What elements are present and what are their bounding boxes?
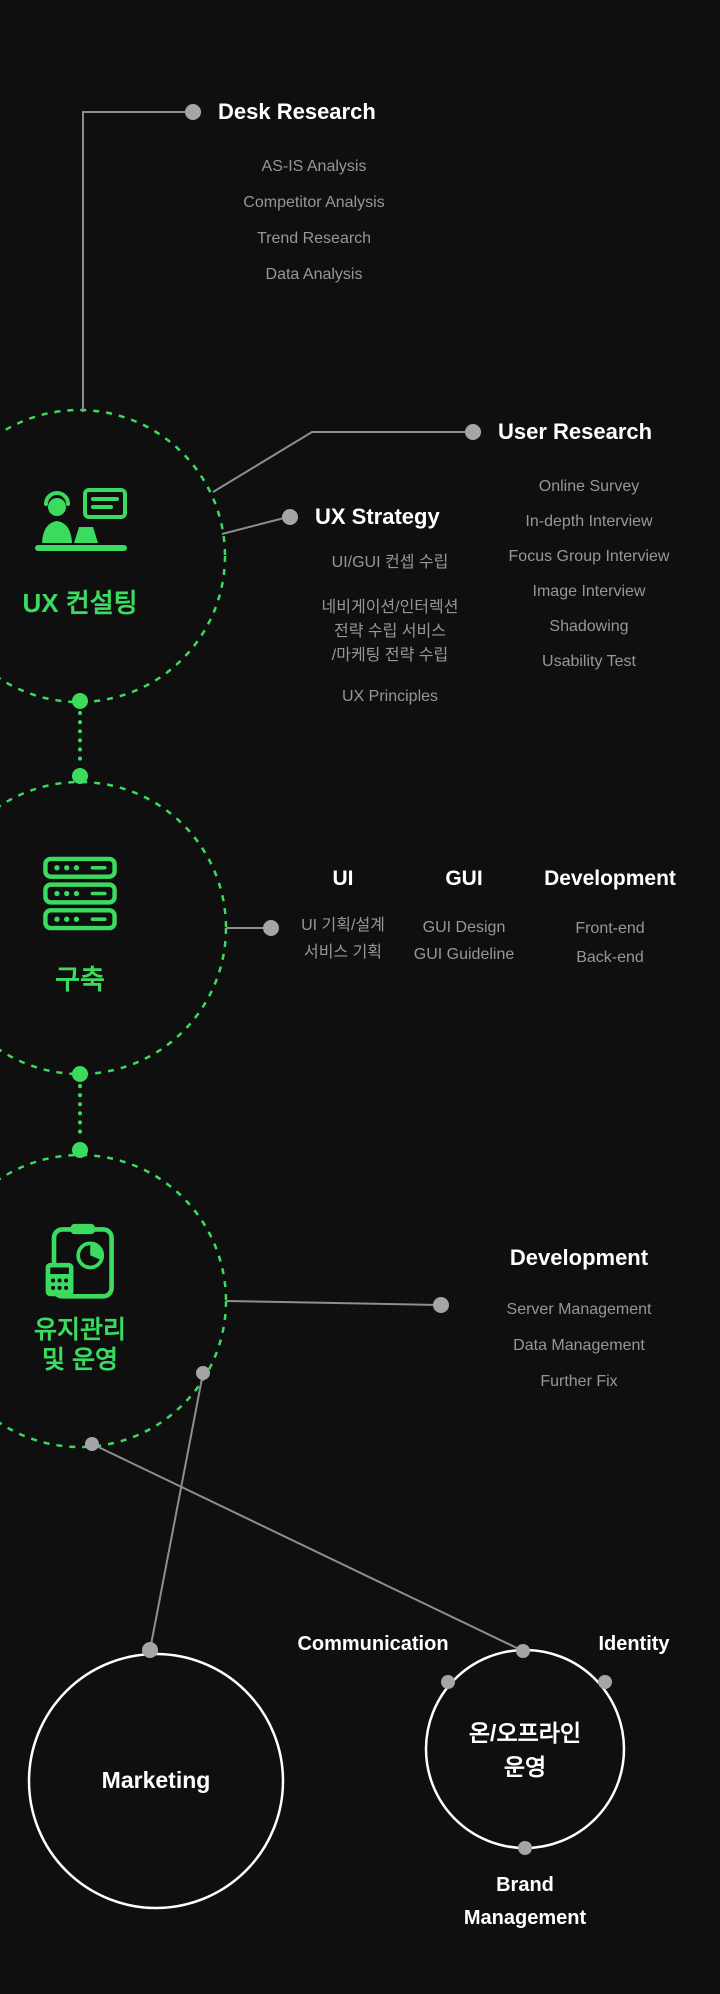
- build-column-item: GUI Design: [422, 919, 506, 936]
- user-research-item: Image Interview: [532, 583, 646, 600]
- ux-consultant-icon: [35, 488, 127, 551]
- user-research-connector: [212, 431, 470, 493]
- build-column-ui-list: UI 기획/설계 서비스 기획: [263, 912, 423, 966]
- green-link-dot: [72, 768, 88, 784]
- communication-dot: [441, 1675, 455, 1689]
- green-link-dot: [72, 1142, 88, 1158]
- identity-label: Identity: [598, 1633, 670, 1655]
- maintenance-onoffline-dot: [85, 1437, 99, 1451]
- development-connector: [225, 1300, 440, 1306]
- desk-research-dot: [185, 104, 201, 120]
- build-column-item: Front-end: [575, 920, 645, 937]
- desk-research-item: Data Analysis: [265, 266, 363, 283]
- user-research-dot: [465, 424, 481, 440]
- clipboard-chart-calculator-icon: [45, 1223, 114, 1299]
- desk-research-connector: [82, 111, 193, 412]
- ux-strategy-connector: [221, 516, 289, 535]
- marketing-label: Marketing: [101, 1767, 211, 1793]
- desk-research-list: AS-IS Analysis Competitor Analysis Trend…: [194, 149, 434, 293]
- green-link-dot: [72, 693, 88, 709]
- user-research-item: Online Survey: [538, 478, 640, 495]
- desk-research-item: AS-IS Analysis: [261, 158, 367, 175]
- identity-dot: [598, 1675, 612, 1689]
- build-detail-dot: [263, 920, 279, 936]
- brand-management-label: Brand Management: [463, 1874, 587, 1929]
- maintenance-label: 유지관리 및 운영: [0, 1315, 200, 1375]
- communication-label: Communication: [297, 1633, 449, 1655]
- build-column-gui-header: GUI: [445, 867, 483, 890]
- maintenance-label-line: 및 운영: [42, 1346, 118, 1374]
- server-stack-icon: [43, 856, 117, 931]
- build-column-item: GUI Guideline: [413, 946, 515, 963]
- desk-research-title: Desk Research: [218, 99, 376, 124]
- build-column-gui-list: GUI Design GUI Guideline: [384, 914, 544, 968]
- build-column-item: UI 기획/설계: [301, 917, 385, 934]
- ux-strategy-title: UX Strategy: [315, 504, 440, 529]
- user-research-item: Shadowing: [549, 618, 629, 635]
- onoffline-label: 온/오프라인 운영: [405, 1716, 645, 1784]
- green-link-dot: [72, 1066, 88, 1082]
- development-title: Development: [509, 1245, 649, 1270]
- ux-strategy-item: /마케팅 전략 수립: [331, 647, 449, 664]
- ux-strategy-item: UI/GUI 컨셉 수립: [331, 554, 449, 571]
- ux-consulting-label: UX 컨설팅: [22, 588, 138, 618]
- development-item: Further Fix: [540, 1373, 618, 1390]
- marketing-top-dot: [142, 1642, 158, 1658]
- development-list: Server Management Data Management Furthe…: [459, 1292, 699, 1400]
- user-research-title: User Research: [498, 419, 653, 444]
- desk-research-item: Trend Research: [256, 230, 372, 247]
- build-label: 구축: [55, 965, 105, 995]
- onoffline-label-line: 운영: [503, 1754, 547, 1780]
- development-item: Data Management: [513, 1337, 645, 1354]
- user-research-item: Focus Group Interview: [508, 548, 670, 565]
- maintenance-circle: [0, 1153, 228, 1449]
- development-dot: [433, 1297, 449, 1313]
- maintenance-marketing-dot: [196, 1366, 210, 1380]
- ux-consulting-circle: [0, 408, 227, 704]
- user-research-item: In-depth Interview: [525, 513, 653, 530]
- build-column-item: Back-end: [576, 949, 644, 966]
- user-research-list: Online Survey In-depth Interview Focus G…: [469, 469, 709, 679]
- ux-strategy-item: 전략 수립 서비스: [334, 623, 446, 640]
- build-column-item: 서비스 기획: [303, 944, 383, 961]
- brand-management-dot: [518, 1841, 532, 1855]
- marketing-connector: [149, 1372, 204, 1651]
- ux-strategy-item: UX Principles: [341, 688, 439, 705]
- onoffline-label-line: 온/오프라인: [468, 1720, 582, 1746]
- build-column-development-list: Front-end Back-end: [530, 914, 690, 972]
- build-column-development-header: Development: [544, 867, 676, 890]
- onoffline-top-dot: [516, 1644, 530, 1658]
- maintenance-label-line: 유지관리: [33, 1316, 126, 1344]
- development-item: Server Management: [506, 1301, 652, 1318]
- onoffline-connector: [91, 1443, 524, 1652]
- desk-research-item: Competitor Analysis: [243, 194, 385, 211]
- ux-strategy-dot: [282, 509, 298, 525]
- build-column-ui-header: UI: [332, 867, 354, 890]
- ux-strategy-item: 네비게이션/인터렉션: [321, 599, 459, 616]
- user-research-item: Usability Test: [542, 653, 636, 670]
- ux-strategy-list: UI/GUI 컨셉 수립 네비게이션/인터렉션 전략 수립 서비스 /마케팅 전…: [270, 551, 510, 709]
